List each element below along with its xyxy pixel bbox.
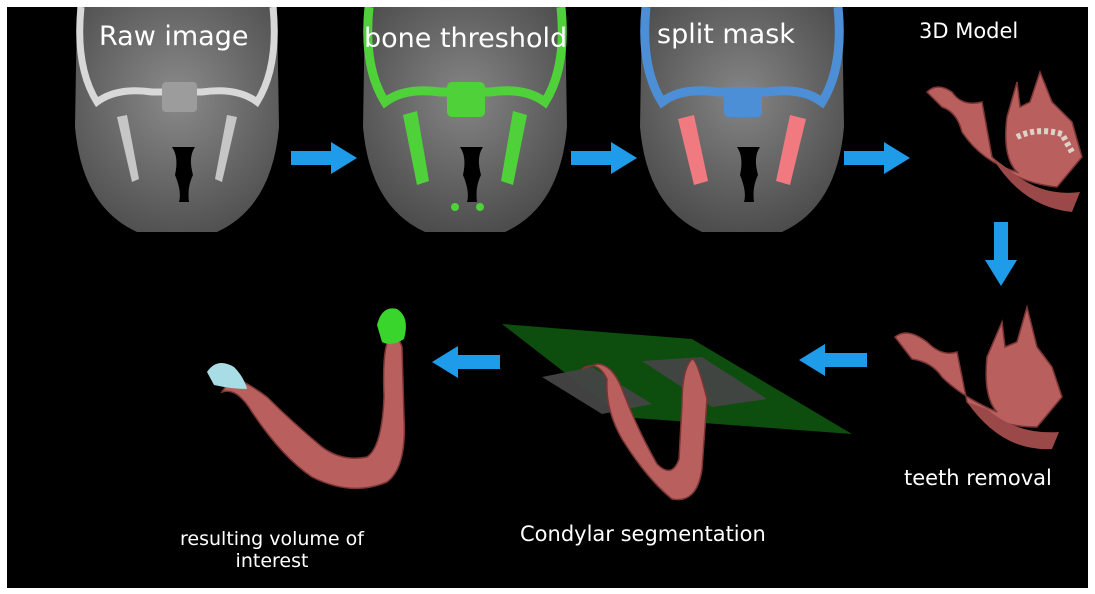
arrow-threshold-to-split <box>569 140 639 176</box>
resulting-volume-label-line1: resulting volume of <box>157 529 387 551</box>
resulting-volume-label-line2: interest <box>157 551 387 573</box>
model-3d-label: 3D Model <box>919 19 1018 43</box>
arrow-raw-to-threshold <box>289 140 359 176</box>
split-mask-label: split mask <box>657 19 795 50</box>
arrow-model-to-teeth-removal <box>983 220 1019 288</box>
right-condyle-highlight <box>377 308 406 344</box>
pipeline-figure: Raw image bone threshold split mask <box>7 7 1088 588</box>
teeth-removal-label: teeth removal <box>904 466 1052 490</box>
condylar-segmentation-label: Condylar segmentation <box>520 522 766 546</box>
bone-threshold-label: bone threshold <box>364 23 567 54</box>
arrow-split-to-model <box>842 140 912 176</box>
left-condyle-highlight <box>207 363 247 389</box>
arrow-teeth-removal-to-segmentation <box>797 342 869 378</box>
resulting-volume-label: resulting volume of interest <box>157 529 387 573</box>
resulting-volume-figure <box>192 297 422 512</box>
mandible-3d-model <box>922 62 1087 227</box>
arrow-segmentation-to-result <box>430 344 502 380</box>
mandible-teeth-removed <box>887 297 1067 457</box>
raw-image-label: Raw image <box>99 21 248 52</box>
